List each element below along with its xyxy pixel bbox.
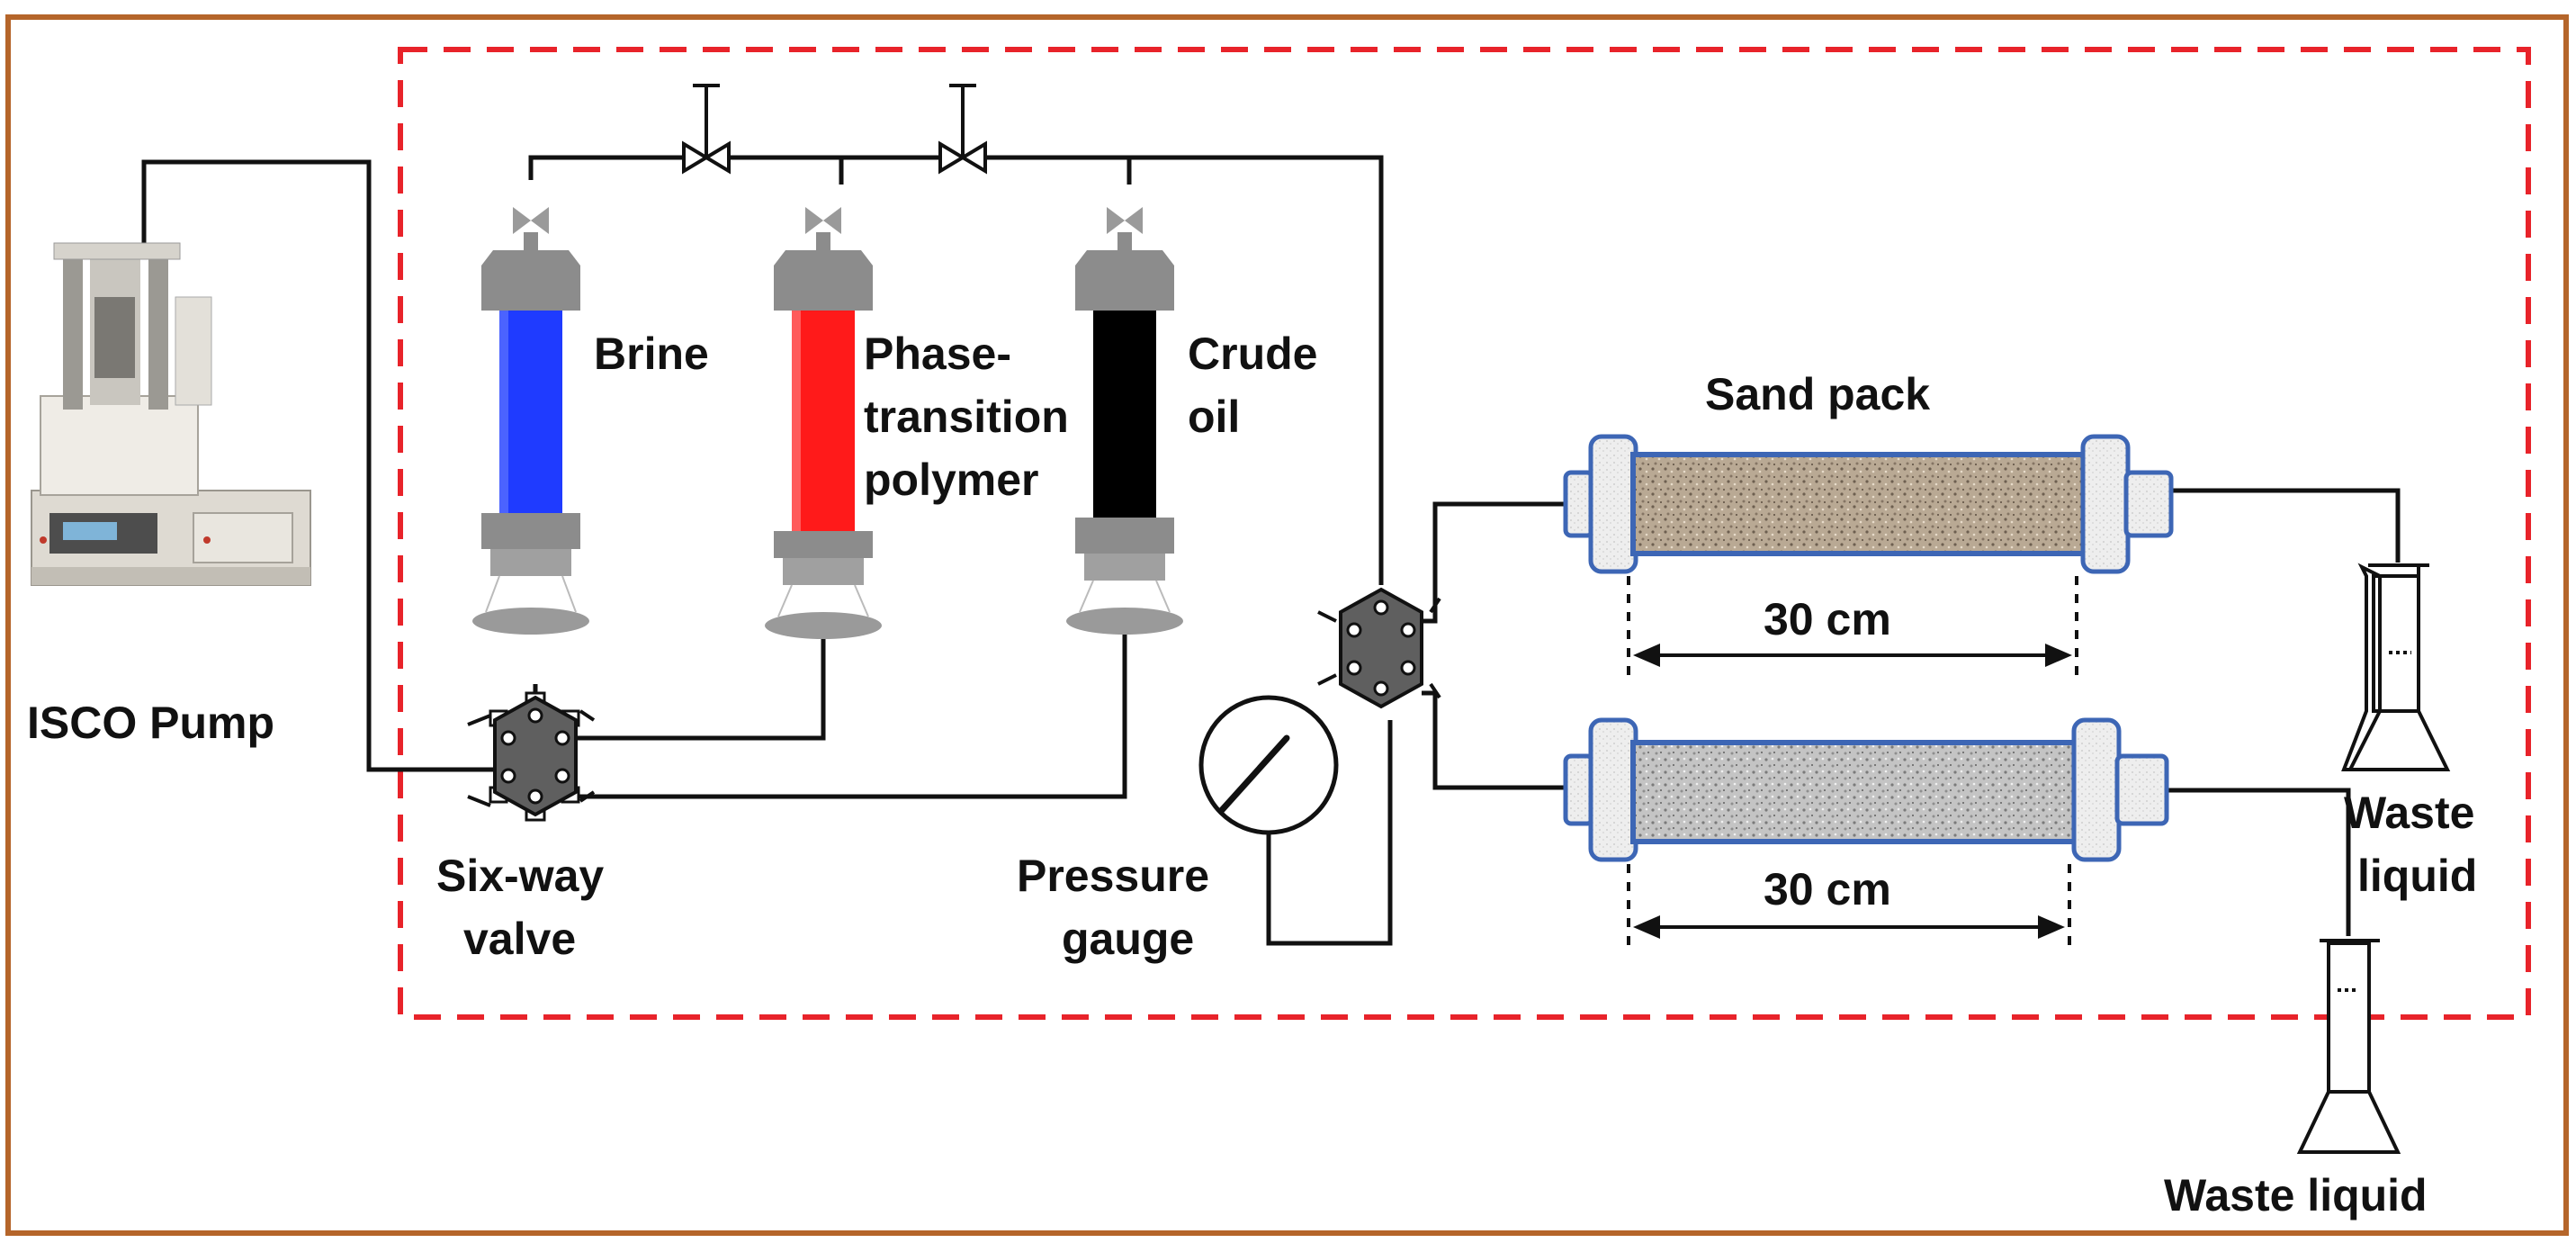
sand-pack-top (1563, 434, 2174, 574)
needle-valve-icon (938, 84, 987, 175)
sand-pack-bottom (1563, 717, 2169, 862)
graduated-cylinder-icon (2341, 563, 2451, 771)
pressure-gauge-icon (1198, 695, 1339, 835)
outer-frame (5, 14, 2569, 1236)
sand-pack-label: Sand pack (1705, 369, 1930, 419)
crude-label-line2: oil (1188, 392, 1240, 442)
crude-oil-fluid (1093, 311, 1156, 518)
dimension-bottom (1627, 864, 2071, 950)
polymer-label-line1: Phase- (864, 329, 1011, 379)
waste-bottom-label: Waste liquid (2164, 1170, 2428, 1220)
six-way-valve-icon (1317, 587, 1441, 709)
six-way-label-line2: valve (463, 914, 576, 964)
polymer-fluid (792, 311, 855, 531)
brine-fluid (499, 311, 562, 513)
brine-container (472, 207, 589, 635)
dimension-top (1627, 576, 2078, 675)
graduated-cylinder-icon (2296, 939, 2401, 1154)
crude-oil-container (1066, 207, 1183, 635)
brine-label: Brine (594, 329, 709, 379)
waste-top-label-line1: Waste (2344, 788, 2474, 838)
length-label-top: 30 cm (1764, 594, 1891, 644)
isco-pump-icon (31, 242, 311, 586)
waste-top-label-line2: liquid (2357, 851, 2477, 901)
polymer-label-line3: polymer (864, 455, 1039, 505)
dashed-boundary (398, 47, 2531, 1020)
six-way-label-line1: Six-way (436, 851, 604, 901)
pressure-label-line2: gauge (1062, 914, 1194, 964)
pressure-label-line1: Pressure (1017, 851, 1209, 901)
polymer-label-line2: transition (864, 392, 1069, 442)
needle-valve-icon (682, 84, 731, 175)
isco-pump-label: ISCO Pump (27, 698, 274, 748)
six-way-valve-icon (467, 691, 596, 822)
polymer-container (765, 207, 882, 639)
crude-label-line1: Crude (1188, 329, 1317, 379)
length-label-bottom: 30 cm (1764, 864, 1891, 914)
